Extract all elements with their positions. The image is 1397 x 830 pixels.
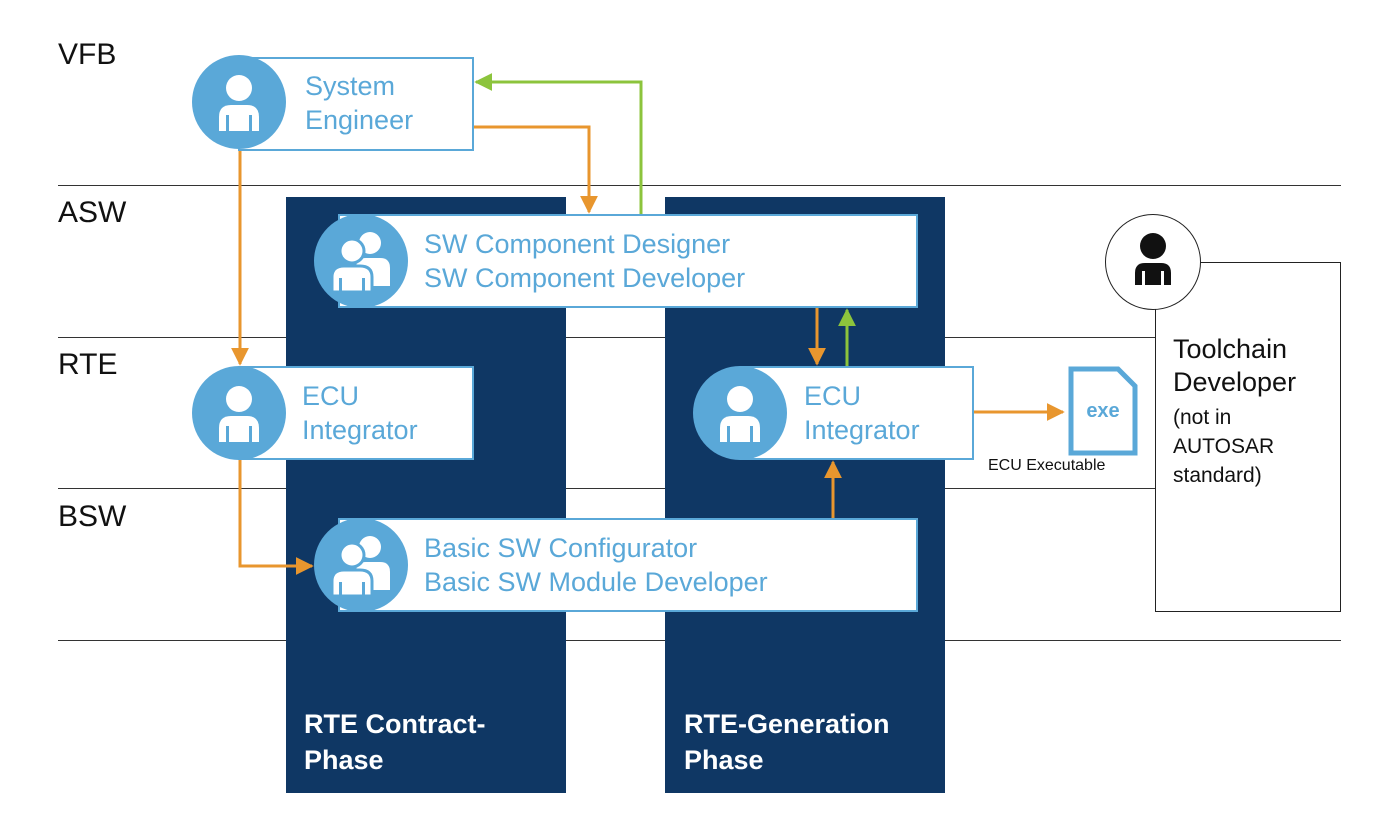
arrow-system-engineer-to-sw-component <box>474 125 598 214</box>
role-label-line: Integrator <box>804 415 920 445</box>
role-label-line: Integrator <box>302 415 418 445</box>
toolchain-developer-note: (not in AUTOSAR standard) <box>1173 403 1274 490</box>
role-label-line: Basic SW Module Developer <box>424 567 768 597</box>
toolchain-note-line: AUTOSAR <box>1173 435 1275 458</box>
role-box-basic-sw <box>338 518 918 612</box>
toolchain-note-line: standard) <box>1173 464 1262 487</box>
layer-label-bsw: BSW <box>58 500 127 533</box>
person-icon <box>192 366 286 460</box>
executable-caption: ECU Executable <box>988 457 1106 474</box>
phase-title-line: RTE Contract- <box>304 709 486 739</box>
role-label-ecu-integrator-right: ECU Integrator <box>804 379 920 447</box>
layer-label-vfb: VFB <box>58 38 117 71</box>
toolchain-developer-icon <box>1105 214 1201 310</box>
toolchain-note-line: (not in <box>1173 406 1232 429</box>
phase-title-line: Phase <box>684 745 764 775</box>
file-icon: exe <box>1068 366 1138 456</box>
phase-title-line: Phase <box>304 745 384 775</box>
toolchain-title-line: Toolchain <box>1173 334 1288 364</box>
group-icon <box>314 214 408 308</box>
toolchain-title-line: Developer <box>1173 367 1297 397</box>
layer-divider <box>58 185 1341 186</box>
phase-title-contract: RTE Contract- Phase <box>304 706 486 778</box>
role-label-line: Basic SW Configurator <box>424 533 698 563</box>
layer-label-asw: ASW <box>58 196 127 229</box>
role-label-line: SW Component Designer <box>424 229 731 259</box>
role-label-line: SW Component Developer <box>424 263 746 293</box>
toolchain-developer-box <box>1155 262 1341 612</box>
layer-label-rte: RTE <box>58 348 118 381</box>
role-label-line: ECU <box>302 381 360 411</box>
arrow-ecu-integrator-to-basic-sw <box>238 460 314 575</box>
role-box-sw-component <box>338 214 918 308</box>
role-label-basic-sw: Basic SW Configurator Basic SW Module De… <box>424 531 768 599</box>
role-label-line: System <box>305 71 396 101</box>
phase-title-line: RTE-Generation <box>684 709 890 739</box>
role-label-sw-component: SW Component Designer SW Component Devel… <box>424 227 745 295</box>
file-icon-label: exe <box>1086 400 1119 422</box>
arrow-sw-component-to-system-engineer <box>474 73 643 214</box>
role-label-ecu-integrator-left: ECU Integrator <box>302 379 418 447</box>
role-label-line: ECU <box>804 381 862 411</box>
role-label-system-engineer: System Engineer <box>305 69 413 137</box>
person-icon <box>192 55 286 149</box>
group-icon <box>314 518 408 612</box>
person-icon <box>693 366 787 460</box>
role-label-line: Engineer <box>305 105 414 135</box>
